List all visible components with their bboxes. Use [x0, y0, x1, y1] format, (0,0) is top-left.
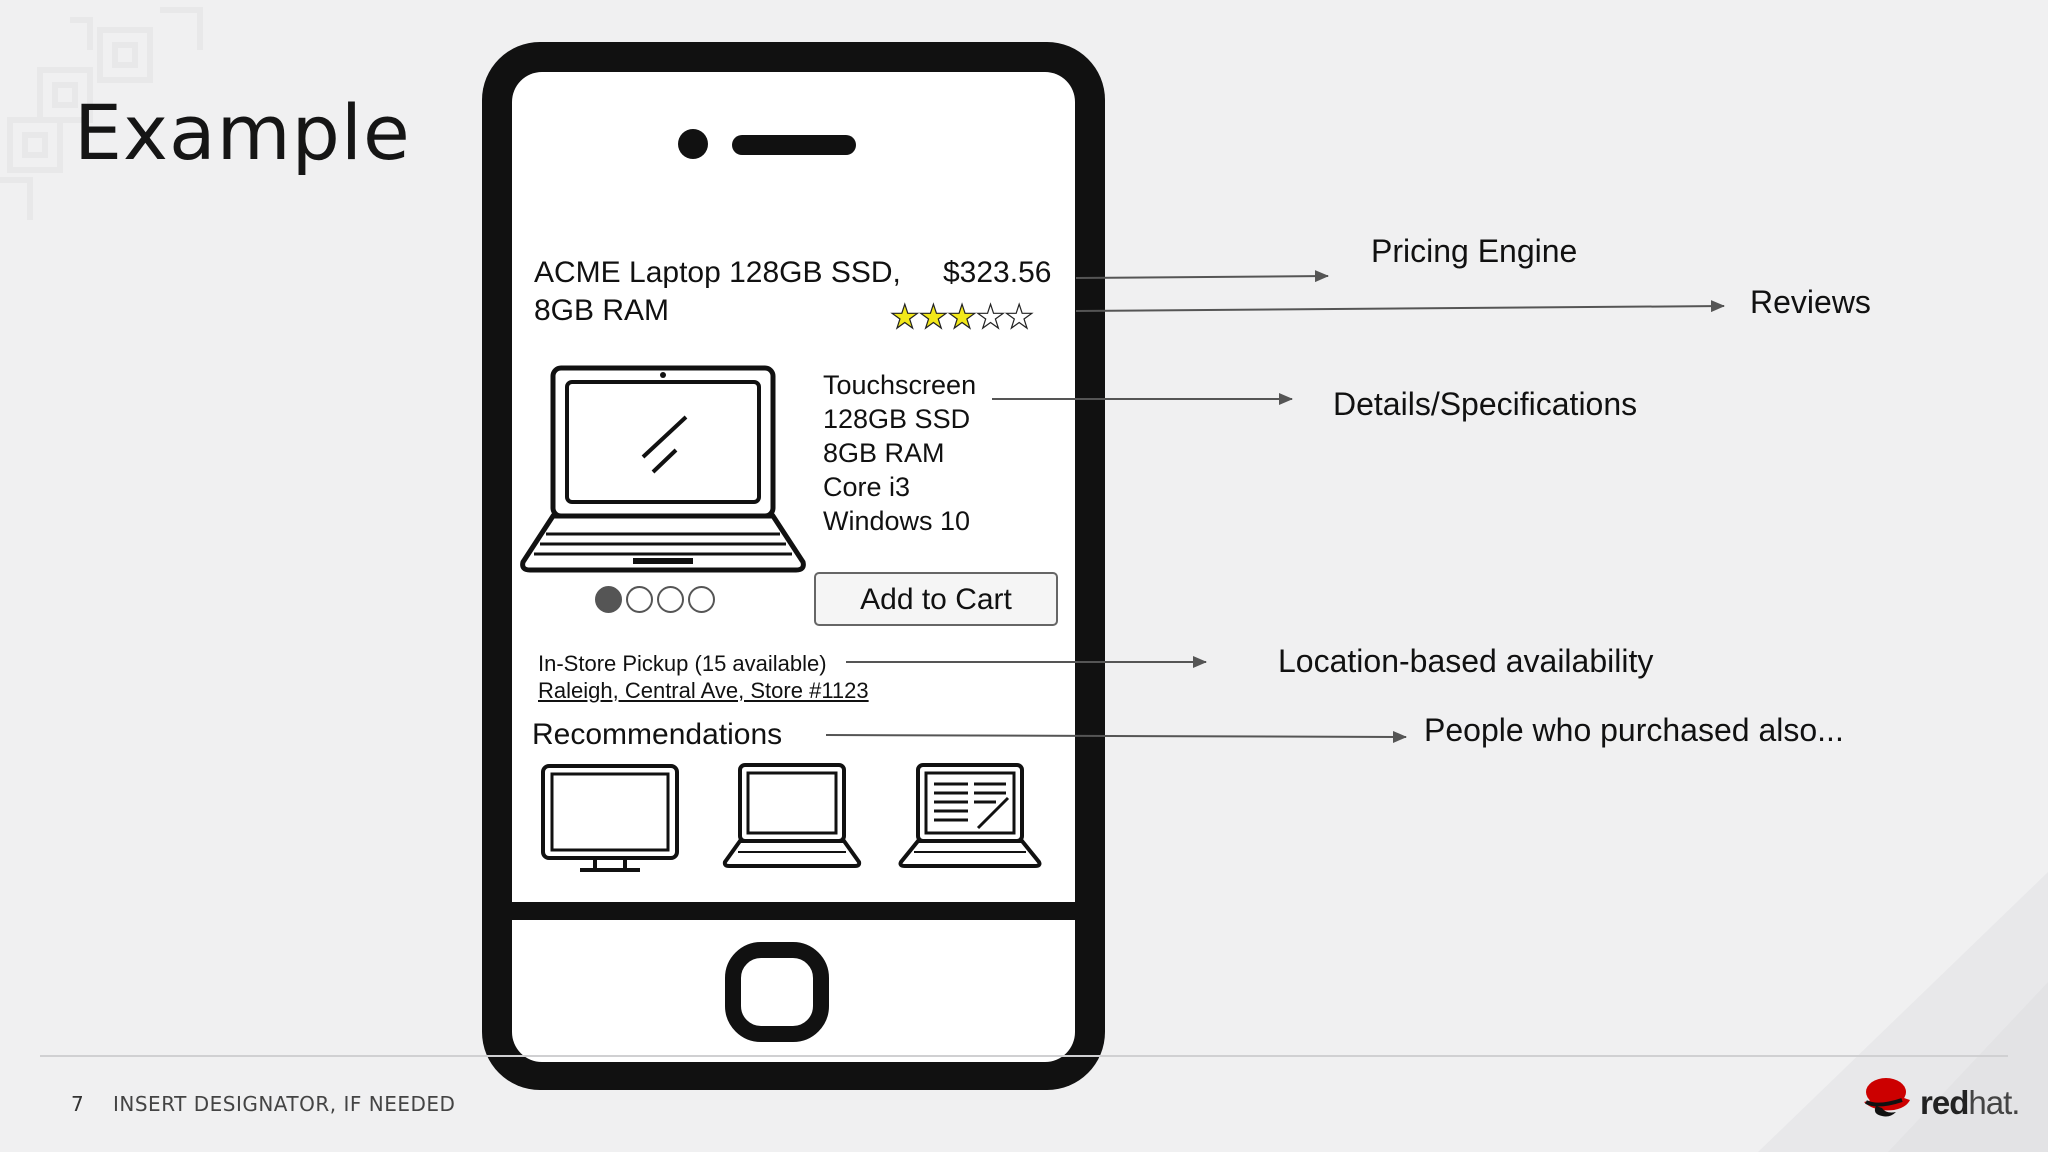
- phone-top-bezel: [512, 72, 1075, 254]
- footer-divider: [40, 1055, 2008, 1057]
- callout-location: Location-based availability: [1278, 643, 1654, 679]
- star-filled-icon[interactable]: ★: [889, 297, 920, 335]
- carousel-dot[interactable]: [688, 586, 715, 613]
- laptop-document-icon[interactable]: [896, 762, 1044, 874]
- redhat-logo-text: redhat.: [1920, 1084, 2020, 1122]
- image-carousel-dots: [595, 586, 719, 618]
- home-button[interactable]: [725, 942, 829, 1042]
- recommendations-heading: Recommendations: [532, 718, 783, 751]
- carousel-dot[interactable]: [657, 586, 684, 613]
- page-title: Example: [74, 88, 411, 177]
- product-name: ACME Laptop 128GB SSD, 8GB RAM: [534, 256, 901, 327]
- background-diagonal: [1758, 872, 2048, 1152]
- store-link[interactable]: Raleigh, Central Ave, Store #1123: [538, 678, 869, 703]
- laptop-image[interactable]: [518, 362, 808, 576]
- spec-list: Touchscreen 128GB SSD 8GB RAM Core i3 Wi…: [823, 368, 976, 538]
- rating-stars[interactable]: ★★★★★: [889, 297, 1035, 336]
- speaker-icon: [732, 135, 856, 155]
- star-empty-icon[interactable]: ★: [975, 297, 1006, 335]
- page-number: 7: [71, 1092, 84, 1116]
- redhat-logo-icon: [1864, 1078, 1910, 1117]
- star-filled-icon[interactable]: ★: [918, 297, 949, 335]
- also-arrow: [825, 730, 1407, 743]
- spec-item: Windows 10: [823, 506, 971, 536]
- callout-reviews: Reviews: [1750, 284, 1871, 320]
- spec-item: 8GB RAM: [823, 438, 945, 468]
- reviews-arrow: [1075, 300, 1725, 313]
- laptop-icon[interactable]: [722, 762, 862, 872]
- callout-details: Details/Specifications: [1333, 386, 1638, 422]
- logo-text-light: hat.: [1968, 1084, 2020, 1121]
- star-filled-icon[interactable]: ★: [947, 297, 978, 335]
- product-price: $323.56: [943, 256, 1052, 289]
- add-to-cart-button[interactable]: Add to Cart: [814, 572, 1058, 626]
- callout-also-purchased: People who purchased also...: [1424, 712, 1844, 748]
- pickup-availability: In-Store Pickup (15 available): [538, 651, 827, 676]
- spec-item: 128GB SSD: [823, 404, 971, 434]
- callout-pricing-engine: Pricing Engine: [1371, 233, 1578, 269]
- designator: INSERT DESIGNATOR, IF NEEDED: [113, 1092, 456, 1116]
- pricing-arrow: [1075, 270, 1329, 283]
- star-empty-icon[interactable]: ★: [1004, 297, 1035, 335]
- carousel-dot[interactable]: [595, 586, 622, 613]
- monitor-icon[interactable]: [540, 762, 680, 880]
- logo-text-bold: red: [1920, 1084, 1969, 1121]
- spec-item: Touchscreen: [823, 370, 977, 400]
- carousel-dot[interactable]: [626, 586, 653, 613]
- spec-item: Core i3: [823, 472, 911, 502]
- camera-icon: [678, 129, 708, 159]
- background-pattern: [0, 7, 203, 220]
